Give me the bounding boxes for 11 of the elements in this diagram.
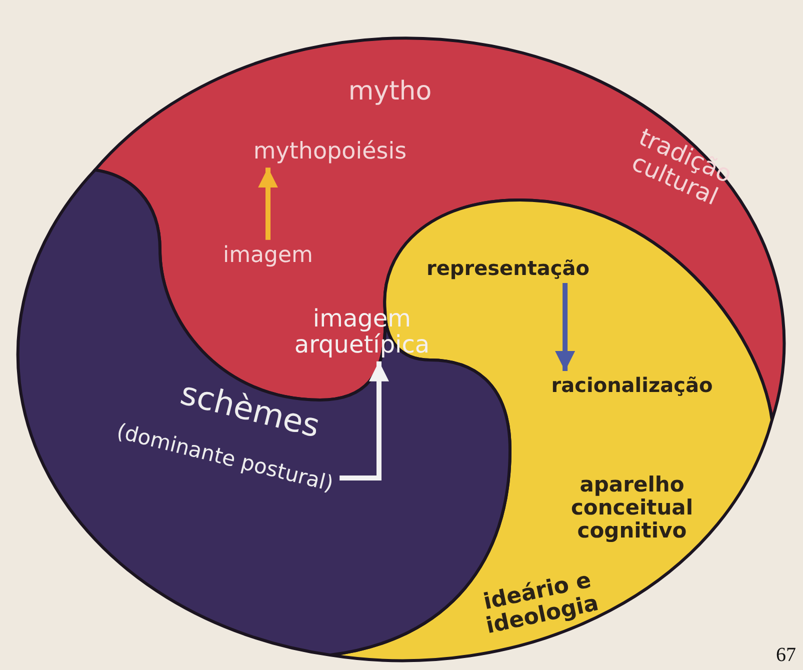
page-number: 67 [776,644,796,666]
concept-label: representação [426,257,590,279]
concept-label: racionalização [551,374,713,396]
arrow [555,283,576,371]
region-text: ideário e ideologia [480,567,602,642]
concept-label: imagem [223,244,313,268]
region-text: aparelho conceitual cognitivo [570,473,694,543]
arrow [340,361,389,481]
concept-label: mythopoiésis [253,139,407,165]
arrow [258,168,278,240]
region-title: mytho [348,78,432,106]
